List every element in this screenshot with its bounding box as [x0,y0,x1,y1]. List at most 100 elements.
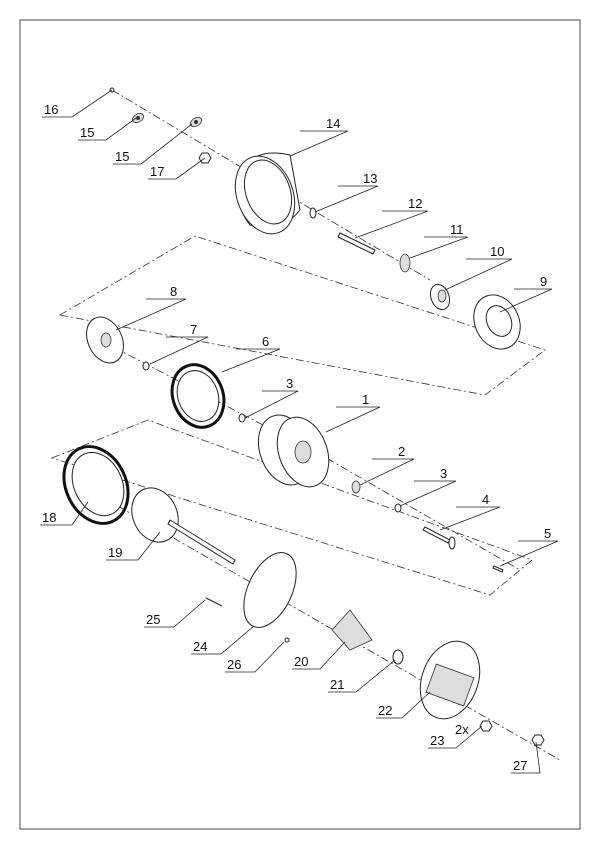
leader-line [42,89,113,118]
leader-line [106,531,161,561]
callout-19: 19 [106,531,161,561]
part-20-spring [331,609,373,651]
callout-1: 1 [325,392,381,433]
leader-line [328,659,396,693]
part-25-screw [205,597,223,607]
callout-label: 19 [108,545,122,560]
callout-10: 10 [444,244,513,291]
callout-4: 4 [439,492,501,531]
callout-label: 15 [80,125,94,140]
leader-line [225,641,285,673]
callout-16: 16 [42,89,113,118]
leader-line [244,390,299,419]
group-frame-lower [50,419,533,596]
axis-line-top [111,89,431,281]
leader-line [409,236,469,259]
part-3-o-ring-2 [394,503,402,513]
callout-14: 14 [289,116,349,157]
leader-line [149,336,209,365]
callout-22: 22 [376,691,431,719]
axis-line-bottom [89,489,561,761]
callout-label: 6 [262,334,269,349]
callout-9: 9 [499,274,553,313]
callout-13: 13 [314,171,379,213]
callout-15: 15 [78,117,137,141]
callout-label: 8 [170,284,177,299]
leader-line [292,641,346,670]
callout-label: 14 [326,116,340,131]
callout-label: 9 [540,274,547,289]
callout-label: 23 [430,733,444,748]
callout-23: 23 [428,725,483,749]
leader-line [428,725,483,749]
part-6-cover [170,363,226,429]
leader-line [511,741,541,774]
callout-17: 17 [148,157,206,180]
leader-line [376,691,431,719]
part-23-nut [479,720,493,732]
leader-line [113,123,193,165]
part-27-nut [531,734,545,746]
callout-label: 5 [544,526,551,541]
leader-line [314,185,379,213]
callout-label: 12 [408,196,422,211]
part-7-washer [142,361,150,371]
part-15-fitting-a [132,113,144,123]
callout-27: 27 [511,741,541,774]
leader-line [439,506,501,531]
part-1-pump-body [257,414,330,488]
axis-line-mid [99,339,521,571]
callout-18: 18 [40,501,89,526]
leader-line [289,130,349,157]
callout-label: 15 [115,149,129,164]
leader-line [499,288,553,313]
part-22-end-cap [419,640,481,720]
callout-label: 25 [146,612,160,627]
callout-6: 6 [221,334,281,373]
callout-label: 20 [294,654,308,669]
callout-26: 26 [225,641,285,673]
callout-2x: 2x [455,722,469,737]
leader-line [144,599,206,628]
part-21-washer [392,649,404,665]
callout-12: 12 [354,196,429,239]
callout-3: 3 [244,376,299,419]
callout-label: 21 [330,677,344,692]
leader-line [359,458,415,486]
leader-line [191,625,255,655]
leader-line [325,406,381,433]
callout-24: 24 [191,625,255,655]
callout-label: 1 [362,392,369,407]
callout-11: 11 [409,222,469,259]
callout-label: 13 [363,171,377,186]
part-4-spindle [422,526,456,550]
part-18-gasket-ring [62,445,130,525]
callout-8: 8 [115,284,187,331]
part-5-pin [492,565,504,573]
callout-label: 2 [398,444,405,459]
group-frame-upper [58,235,546,396]
callout-5: 5 [499,526,559,567]
page-border [19,19,581,830]
callout-7: 7 [149,322,209,365]
leader-line [115,298,187,331]
part-12-shaft [337,232,376,255]
part-11-spring-clip [399,253,411,273]
callout-label: 17 [150,164,164,179]
callout-15: 15 [113,123,193,165]
leader-line [221,348,281,373]
callout-label: 26 [227,657,241,672]
part-19-diaphragm-rod [131,487,236,565]
callout-label: 2x [455,722,469,737]
callout-3: 3 [399,466,457,507]
callout-label: 3 [440,466,447,481]
callout-label: 10 [490,244,504,259]
leader-line [444,258,513,291]
part-26-nut [284,637,290,643]
callout-label: 7 [190,322,197,337]
leader-line [40,501,89,526]
callout-label: 24 [193,639,207,654]
leader-line [354,210,429,239]
callout-2: 2 [359,444,415,486]
